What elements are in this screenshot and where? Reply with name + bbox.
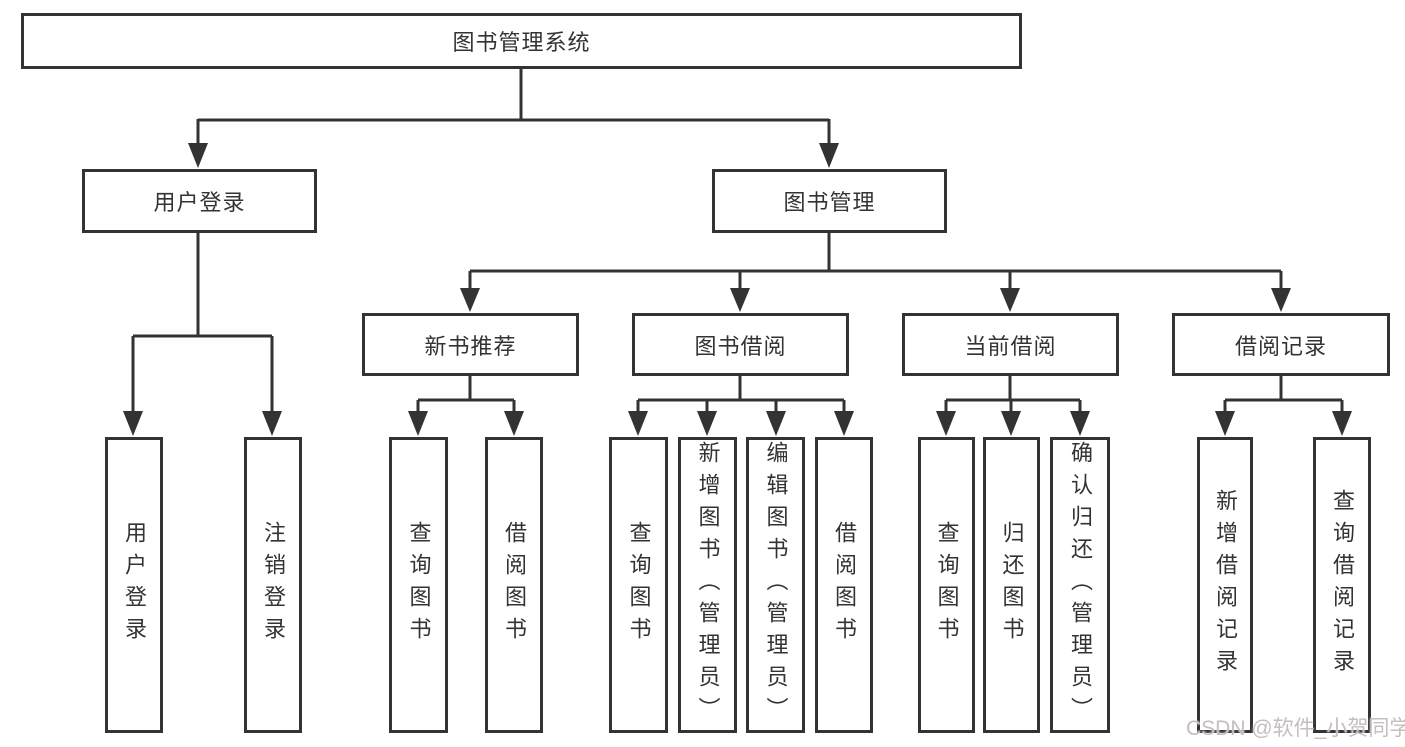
node-book-management: 图书管理: [712, 169, 947, 233]
arrowheads-current-group: [936, 411, 1090, 436]
leaf-borrow-books-borrowing-label: 借阅图书: [832, 521, 857, 649]
connector-current-group: [944, 375, 1082, 412]
node-book-management-label: 图书管理: [783, 190, 876, 215]
leaf-return-books: 归还图书: [983, 437, 1040, 733]
node-root: 图书管理系统: [21, 13, 1022, 69]
leaf-return-books-label: 归还图书: [999, 521, 1025, 649]
leaf-query-books-borrowing: 查询图书: [609, 437, 668, 733]
node-root-label: 图书管理系统: [452, 30, 591, 55]
leaf-query-books-borrowing-label: 查询图书: [626, 521, 652, 649]
node-new-book-recommend-label: 新书推荐: [424, 333, 517, 359]
connector-recommend-group: [416, 375, 516, 412]
leaf-logout-login-label: 注销登录: [261, 521, 286, 649]
arrowheads-level2: [188, 143, 839, 168]
node-current-borrowing: 当前借阅: [902, 313, 1119, 376]
node-book-borrowing-label: 图书借阅: [694, 333, 787, 359]
csdn-watermark: CSDN @软件_小贺同学: [1186, 717, 1405, 740]
leaf-borrow-books-borrowing: 借阅图书: [815, 437, 873, 733]
leaf-confirm-return-admin-label: 确认归还（管理员）: [1068, 441, 1093, 729]
leaf-query-borrow-record-label: 查询借阅记录: [1330, 489, 1355, 681]
leaf-add-book-admin: 新增图书（管理员）: [678, 437, 737, 733]
arrowheads-login-group: [123, 411, 282, 436]
leaf-query-borrow-record: 查询借阅记录: [1313, 437, 1371, 733]
leaf-edit-book-admin-label: 编辑图书（管理员）: [763, 441, 789, 729]
leaf-logout-login: 注销登录: [244, 437, 302, 733]
node-borrowing-records-label: 借阅记录: [1234, 333, 1327, 359]
node-new-book-recommend: 新书推荐: [362, 313, 579, 376]
node-borrowing-records: 借阅记录: [1172, 313, 1390, 376]
connector-mgmt-to-level3: [468, 232, 1283, 289]
leaf-add-borrow-record: 新增借阅记录: [1197, 437, 1253, 733]
leaf-confirm-return-admin: 确认归还（管理员）: [1050, 437, 1110, 733]
arrowheads-level3: [460, 288, 1291, 312]
leaf-query-books-recommend-label: 查询图书: [406, 521, 432, 649]
node-current-borrowing-label: 当前借阅: [964, 333, 1057, 359]
leaf-edit-book-admin: 编辑图书（管理员）: [746, 437, 805, 733]
leaf-user-login-label: 用户登录: [122, 521, 147, 649]
leaf-query-books-recommend: 查询图书: [389, 437, 448, 733]
connector-root-to-level2: [196, 66, 831, 144]
connector-records-group: [1223, 375, 1344, 412]
leaf-add-borrow-record-label: 新增借阅记录: [1213, 489, 1238, 681]
arrowheads-borrowing-group: [628, 411, 854, 436]
arrowheads-records-group: [1215, 411, 1352, 436]
leaf-query-books-current-label: 查询图书: [934, 521, 960, 649]
leaf-query-books-current: 查询图书: [918, 437, 975, 733]
arrowheads-recommend-group: [408, 411, 524, 436]
connector-login-group: [131, 232, 274, 412]
node-user-login-label: 用户登录: [153, 190, 246, 215]
leaf-borrow-books-recommend-label: 借阅图书: [502, 521, 527, 649]
connector-borrowing-group: [636, 375, 846, 412]
leaf-user-login: 用户登录: [105, 437, 163, 733]
node-user-login: 用户登录: [82, 169, 317, 233]
leaf-add-book-admin-label: 新增图书（管理员）: [695, 441, 721, 729]
node-book-borrowing: 图书借阅: [632, 313, 849, 376]
leaf-borrow-books-recommend: 借阅图书: [485, 437, 543, 733]
